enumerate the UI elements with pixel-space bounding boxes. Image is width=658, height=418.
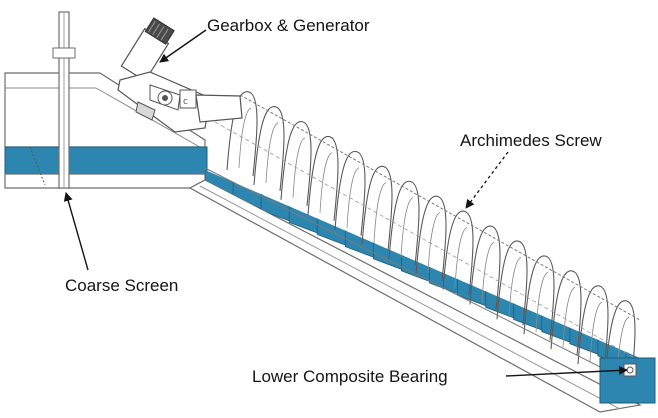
water-bucket bbox=[513, 303, 547, 333]
screw-flight-inner bbox=[265, 122, 279, 183]
screw-flight bbox=[280, 121, 312, 206]
svg-text:c: c bbox=[183, 97, 188, 107]
screw-flight-inner bbox=[589, 301, 603, 363]
screw-flight bbox=[334, 150, 366, 236]
screw-flight bbox=[496, 240, 528, 326]
screw-flight-inner bbox=[346, 167, 360, 228]
screw-flight bbox=[361, 165, 393, 251]
gearbox-generator: c bbox=[117, 17, 243, 133]
headwater bbox=[4, 146, 208, 175]
coarse-screen bbox=[29, 11, 76, 189]
screw-flight bbox=[415, 195, 447, 281]
screw-flight-inner bbox=[454, 227, 468, 288]
screw-flight bbox=[226, 91, 258, 177]
screw-flight bbox=[523, 255, 555, 341]
gearbox-generator-label: Gearbox & Generator bbox=[207, 16, 370, 35]
inclined-trough-outer bbox=[188, 179, 642, 413]
screw-flight-inner bbox=[292, 137, 306, 198]
screw-flights bbox=[214, 91, 636, 386]
screw-flight-inner bbox=[238, 107, 252, 169]
screw-flight bbox=[253, 106, 285, 191]
trough-bottom-line bbox=[199, 185, 621, 410]
coarse-screen-arrow bbox=[63, 192, 89, 271]
screw-flight-inner bbox=[508, 256, 522, 318]
coarse-screen-label: Coarse Screen bbox=[65, 276, 179, 295]
screw-flight-inner bbox=[481, 242, 495, 303]
archimedes-screw-label: Archimedes Screw bbox=[460, 131, 602, 150]
screw-arrow bbox=[465, 151, 509, 209]
screw-flight-inner bbox=[319, 152, 333, 213]
water-bucket bbox=[485, 290, 519, 321]
upper-channel-rim bbox=[4, 72, 206, 148]
screw-flight-inner bbox=[562, 286, 576, 348]
water-bucket bbox=[429, 266, 463, 296]
screw-shaft bbox=[214, 121, 636, 359]
screw-flight bbox=[577, 285, 609, 371]
screw-flight-inner bbox=[400, 197, 414, 258]
screw-flight bbox=[550, 270, 582, 356]
screw-flight bbox=[469, 225, 501, 311]
trough-water bbox=[205, 170, 640, 381]
screw-flight bbox=[388, 180, 420, 266]
lower-composite-bearing-label: Lower Composite Bearing bbox=[252, 367, 448, 386]
screw-flight-inner bbox=[373, 182, 387, 243]
screw-flight-inner bbox=[427, 212, 441, 273]
screw-envelope-top bbox=[239, 94, 641, 321]
gearbox-arrow bbox=[159, 29, 207, 63]
screw-flight bbox=[307, 136, 339, 221]
screw-flight-inner bbox=[535, 271, 549, 333]
screw-flight bbox=[442, 210, 474, 296]
screw-flight bbox=[604, 300, 636, 386]
upper-channel-floor bbox=[4, 173, 206, 189]
water-bucket bbox=[569, 327, 603, 357]
bearing-arrow bbox=[505, 365, 628, 377]
screw-envelope-bottom bbox=[204, 167, 631, 383]
